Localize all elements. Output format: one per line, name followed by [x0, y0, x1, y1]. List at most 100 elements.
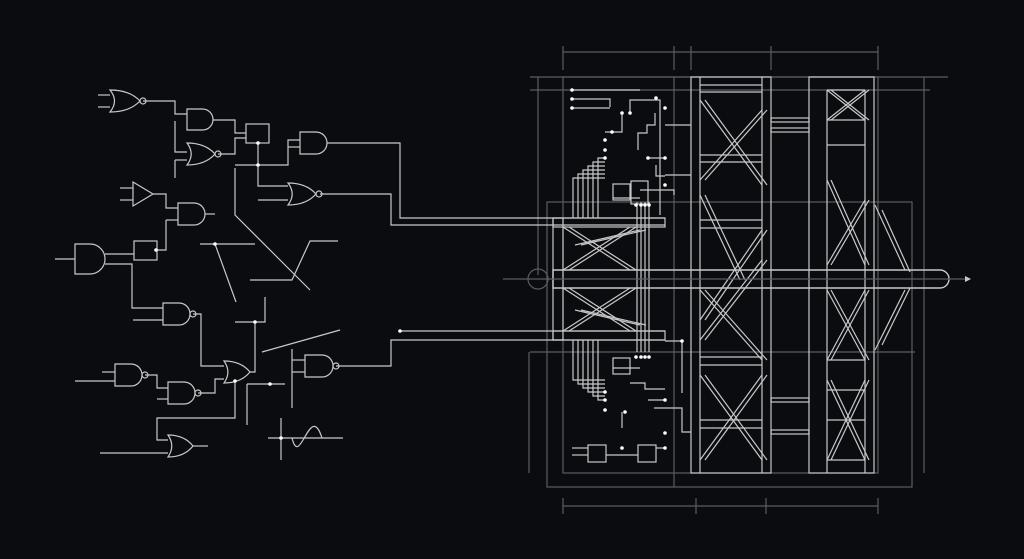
junction-node [663, 106, 667, 110]
wire [320, 193, 665, 226]
and-gate [186, 108, 214, 131]
wire [336, 339, 665, 367]
junction-node [647, 203, 651, 207]
and-gate [74, 243, 106, 275]
inverter-bubble [141, 371, 149, 379]
junction-node [680, 339, 684, 343]
junction-node [256, 163, 260, 167]
ic-chip [630, 180, 649, 205]
wire [143, 100, 187, 115]
inverter-bubble [139, 97, 147, 105]
junction-node [623, 410, 627, 414]
wire [174, 121, 187, 153]
junction-node [279, 436, 283, 440]
pcb-trace [572, 98, 611, 107]
nor-gate [286, 182, 317, 206]
brace [704, 289, 768, 361]
buf-gate [132, 180, 155, 208]
brace [826, 379, 866, 461]
logic-gates [74, 89, 340, 458]
junction-node [603, 398, 607, 402]
brace [699, 229, 763, 321]
brace [704, 109, 768, 181]
wire [193, 313, 224, 367]
junction-node [663, 398, 667, 402]
arrowhead-brace [881, 287, 911, 346]
junction-node [570, 106, 574, 110]
ic-chip [612, 357, 631, 375]
and-gate [177, 202, 206, 226]
ic-chip [587, 444, 607, 463]
pcb-trace [597, 340, 605, 401]
inverter-bubble [332, 362, 340, 370]
brace [830, 289, 870, 361]
brace [562, 226, 631, 271]
junction-node [398, 329, 402, 333]
junction-node [268, 382, 272, 386]
junction-node [620, 446, 624, 450]
junction-node [643, 203, 647, 207]
brace [699, 109, 763, 181]
ic-chip [637, 444, 657, 463]
pcb-trace [572, 340, 605, 381]
brace [699, 99, 763, 186]
wire [258, 139, 300, 166]
wire [198, 378, 224, 394]
pcb-trace [654, 407, 691, 433]
pcb-trace [637, 113, 656, 150]
junction-node [639, 355, 643, 359]
junction-node [634, 203, 638, 207]
pcb-trace [630, 382, 665, 390]
wire [214, 243, 237, 303]
junction-node [628, 111, 632, 115]
brace [574, 229, 641, 246]
brace [704, 194, 746, 281]
pcb-trace [577, 173, 605, 218]
pcb-trace [640, 189, 675, 195]
brace [699, 194, 741, 281]
junction-node [570, 97, 574, 101]
pcb-trace [597, 157, 605, 218]
junction-node [570, 88, 574, 92]
and-gate [299, 131, 328, 155]
truss-column [690, 76, 772, 474]
brace [699, 289, 763, 361]
nor-gate [185, 142, 216, 166]
wire [250, 322, 256, 373]
inverter-bubble [194, 389, 202, 397]
wire [257, 143, 288, 187]
pcb-trace [577, 340, 605, 385]
brace [580, 309, 647, 326]
brace [830, 199, 870, 266]
wire [218, 137, 246, 155]
brace [699, 374, 763, 461]
junction-node [233, 379, 237, 383]
nor-gate [108, 89, 141, 113]
pivot-circle [527, 268, 549, 290]
junction-node [663, 446, 667, 450]
wire [234, 168, 311, 291]
central-shaft [552, 269, 950, 289]
junction-node [647, 355, 651, 359]
junction-node [213, 242, 217, 246]
arrowhead-brace [874, 289, 906, 351]
wire [327, 142, 665, 219]
pcb-trace [655, 165, 665, 177]
inverter-bubble [189, 310, 197, 318]
junction-node [603, 138, 607, 142]
junction-node [603, 408, 607, 412]
brace [704, 229, 768, 321]
or-gate [222, 360, 251, 384]
junction-node [663, 156, 667, 160]
ic-chip [612, 183, 631, 201]
junction-node [639, 203, 643, 207]
junction-node [663, 183, 667, 187]
brace [699, 259, 763, 341]
brace [826, 179, 866, 266]
pcb-trace [592, 161, 605, 218]
arrowhead-brace [874, 204, 906, 271]
brace [704, 374, 768, 461]
junction-node [603, 156, 607, 160]
wire [157, 220, 167, 251]
